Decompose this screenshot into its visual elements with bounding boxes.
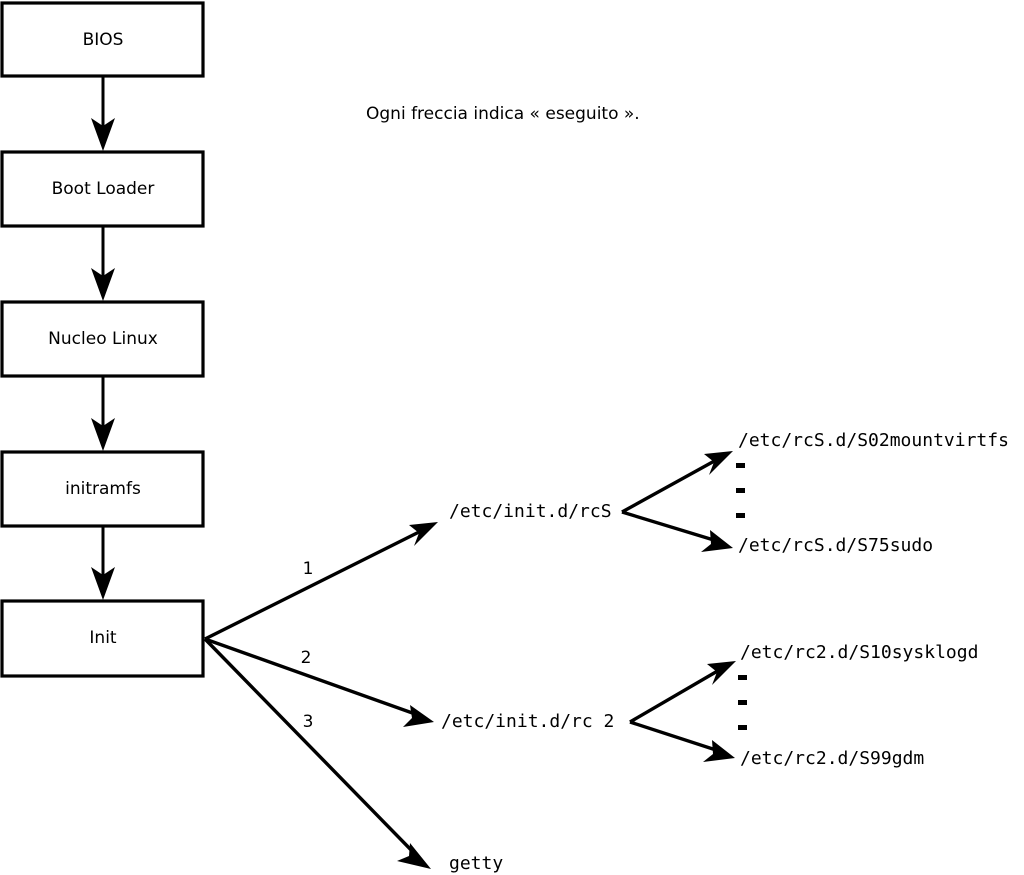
arrowhead-icon [409,522,438,546]
arrowhead-down-icon [91,118,115,151]
node-box-boot-loader [0,150,205,228]
label-rcs-last-script: /etc/rcS.d/S75sudo [738,535,933,556]
ellipsis-dash-2 [736,488,745,493]
label-rc2-first-script: /etc/rc2.d/S10sysklogd [740,642,978,663]
arrowhead-icon [397,843,431,869]
node-label-init: Init [89,628,117,648]
arrowhead-icon [701,530,733,552]
ellipsis-dash-3 [736,513,745,518]
arrowhead-down-icon [91,268,115,301]
arrowhead-icon [703,740,735,762]
node-box-initramfs [0,450,205,528]
branch-number-2: 2 [301,648,312,668]
branch-2-init-to-rc2: 2 [204,637,434,727]
node-box-init [0,599,205,678]
ellipsis-dash-1 [738,675,747,680]
node-label-initramfs: initramfs [65,479,141,499]
arrowhead-icon [403,705,434,727]
ellipsis-dash-1 [736,463,745,468]
arrow-initramfs-to-init [91,527,115,600]
arrow-nucleo-to-initramfs [91,377,115,451]
label-getty: getty [449,853,503,874]
diagram-caption: Ogni freccia indica « eseguito ». [366,104,640,124]
label-etc-initd-rc2: /etc/init.d/rc 2 [441,711,614,732]
branch-number-3: 3 [303,712,314,732]
label-etc-initd-rcs: /etc/init.d/rcS [449,501,612,522]
arrowhead-icon [707,661,736,685]
node-boot-loader: Boot Loader [0,150,205,228]
branch-3-init-to-getty: 3 [203,637,431,869]
ellipsis-dash-2 [738,700,747,705]
rcs-subfan: /etc/rcS.d/S02mountvirtfs /etc/rcS.d/S75… [621,430,1009,556]
node-label-bios: BIOS [83,30,124,50]
node-box-bios [0,1,205,78]
node-init: Init [0,599,205,678]
label-rcs-first-script: /etc/rcS.d/S02mountvirtfs [738,430,1009,451]
node-label-boot-loader: Boot Loader [52,179,155,199]
label-rc2-last-script: /etc/rc2.d/S99gdm [740,748,924,769]
rc2-subfan: /etc/rc2.d/S10sysklogd /etc/rc2.d/S99gdm [629,642,978,769]
node-box-nucleo-linux [0,300,205,378]
node-bios: BIOS [0,1,205,78]
node-label-nucleo-linux: Nucleo Linux [48,329,158,349]
arrow-boot-loader-to-nucleo [91,227,115,301]
branch-number-1: 1 [303,559,314,579]
node-nucleo-linux: Nucleo Linux [0,300,205,378]
branch-1-init-to-rcs: 1 [204,522,438,641]
arrowhead-down-icon [91,418,115,451]
arrowhead-icon [704,451,733,475]
arrow-bios-to-boot-loader [91,77,115,151]
ellipsis-dash-3 [738,725,747,730]
arrowhead-down-icon [91,567,115,600]
node-initramfs: initramfs [0,450,205,528]
